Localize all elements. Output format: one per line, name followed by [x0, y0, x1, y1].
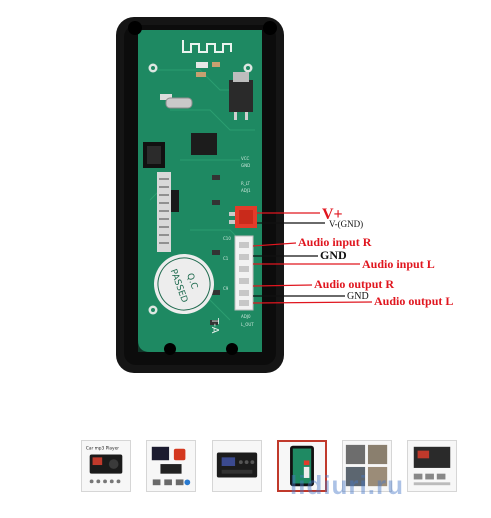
- svg-text:VCC: VCC: [241, 156, 250, 161]
- callout-gnd-2: GND: [347, 291, 369, 302]
- thumbnail-2[interactable]: [146, 440, 196, 492]
- mounting-holes: [128, 21, 277, 355]
- callout-audio-output-r: Audio output R: [314, 277, 394, 291]
- callout-v-minus: V-(GND): [329, 219, 363, 229]
- svg-text:C10: C10: [223, 236, 231, 241]
- thumbnail-6[interactable]: [407, 440, 457, 492]
- callout-v-plus: V+: [322, 206, 343, 223]
- thumbnail-strip: Car mp3 Player: [0, 440, 491, 496]
- thumbnail-4-selected[interactable]: [277, 440, 327, 492]
- svg-text:C9: C9: [223, 286, 229, 291]
- svg-text:GND: GND: [241, 163, 250, 168]
- watermark: lidiuri.ru: [290, 470, 404, 500]
- thumbnail-1-caption: Car mp3 Player: [86, 446, 119, 452]
- callout-audio-input-r: Audio input R: [298, 235, 372, 249]
- board-side-mark: T-A: [209, 317, 220, 334]
- qc-passed-sticker: Q.C PASSED: [154, 254, 214, 314]
- callout-lines: [252, 212, 373, 304]
- svg-text:R_LT: R_LT: [241, 181, 250, 186]
- callout-audio-input-l: Audio input L: [362, 257, 435, 271]
- thumbnail-5[interactable]: [342, 440, 392, 492]
- svg-text:ADJ1: ADJ1: [241, 188, 251, 193]
- antenna-trace: [182, 40, 232, 53]
- thumbnail-3[interactable]: [212, 440, 262, 492]
- svg-text:L_OUT: L_OUT: [241, 322, 254, 327]
- svg-text:ADJ0: ADJ0: [241, 314, 251, 319]
- svg-text:C1: C1: [223, 256, 229, 261]
- thumbnail-1[interactable]: Car mp3 Player: [81, 440, 131, 492]
- electronic-components: [143, 62, 253, 325]
- callout-gnd-1: GND: [320, 248, 347, 262]
- callout-audio-output-l: Audio output L: [374, 294, 453, 308]
